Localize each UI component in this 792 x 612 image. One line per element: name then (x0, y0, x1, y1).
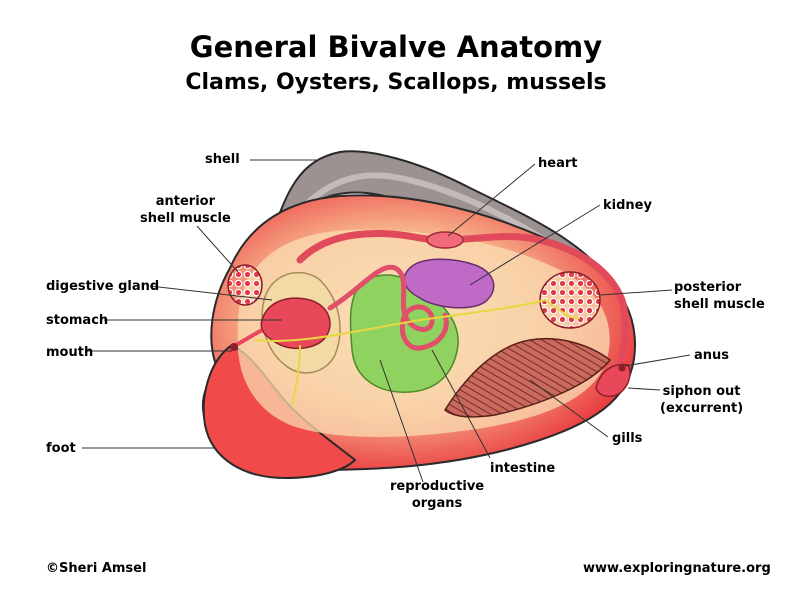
label-heart: heart (538, 156, 578, 171)
label-anus: anus (694, 348, 730, 363)
label-digestive-gland: digestive gland (46, 279, 160, 294)
label-intestine: intestine (490, 461, 556, 476)
label-siphon-out-line2: (excurrent) (660, 401, 744, 416)
label-anterior-shell-muscle-line2: shell muscle (140, 211, 231, 226)
stomach (260, 297, 331, 350)
anterior-shell-muscle (227, 264, 263, 306)
heart (296, 229, 629, 369)
label-posterior-shell-muscle: posterior shell muscle (674, 279, 765, 313)
page-subtitle: Clams, Oysters, Scallops, mussels (185, 70, 607, 95)
label-reproductive-organs-line1: reproductive (390, 479, 485, 494)
label-reproductive-organs-line2: organs (411, 496, 463, 511)
siphon-out (595, 363, 631, 398)
kidney (403, 258, 495, 309)
label-shell: shell (205, 152, 240, 167)
copyright: ©Sheri Amsel (46, 561, 147, 576)
label-stomach: stomach (46, 313, 109, 328)
leader-lines (82, 159, 691, 483)
page-title: General Bivalve Anatomy (189, 30, 603, 64)
posterior-shell-muscle (539, 271, 601, 329)
website-link[interactable]: www.exploringnature.org (583, 561, 771, 576)
label-foot: foot (46, 441, 76, 456)
label-gills: gills (612, 431, 643, 446)
label-reproductive-organs: reproductive organs (390, 478, 484, 512)
gills (444, 337, 612, 418)
label-posterior-shell-muscle-line2: shell muscle (674, 297, 765, 312)
mouth (230, 343, 238, 351)
label-kidney: kidney (603, 198, 652, 213)
label-siphon-out: siphon out (excurrent) (660, 383, 743, 417)
intestine (327, 264, 449, 351)
label-posterior-shell-muscle-line1: posterior (674, 280, 742, 295)
label-mouth: mouth (46, 345, 94, 360)
label-anterior-shell-muscle-line1: anterior (155, 194, 216, 209)
anus (618, 364, 626, 372)
label-siphon-out-line1: siphon out (662, 384, 741, 399)
label-anterior-shell-muscle: anterior shell muscle (140, 193, 231, 227)
